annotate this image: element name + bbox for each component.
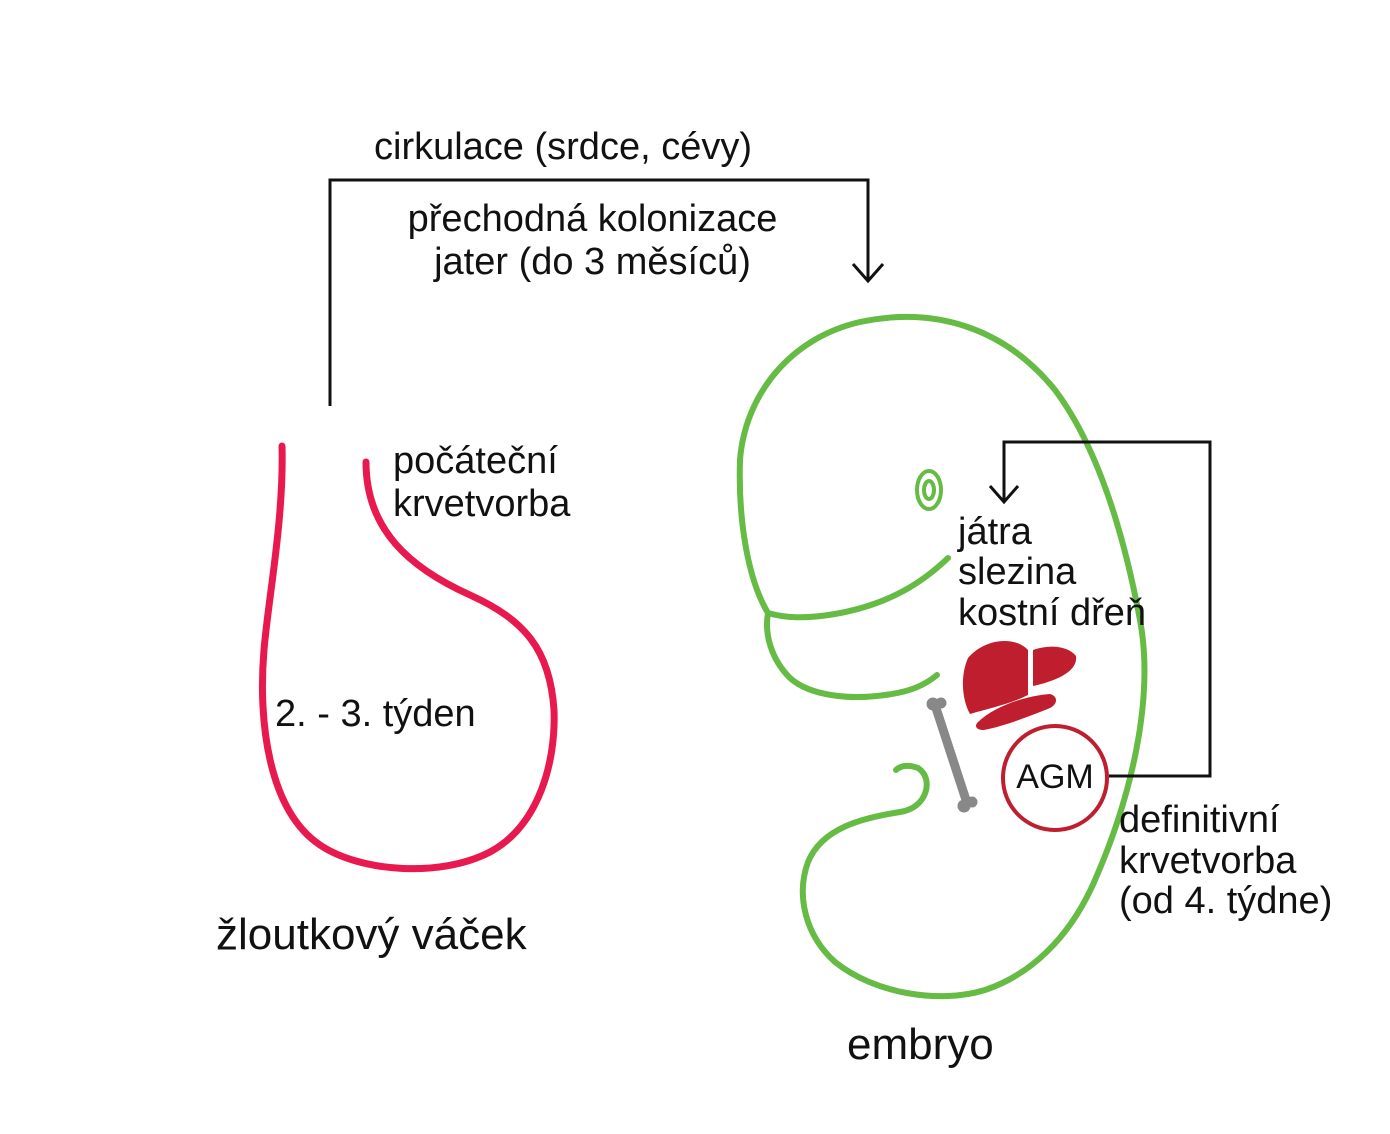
organs-line-2: slezina <box>958 551 1077 594</box>
definitive-line-1: definitivní <box>1119 799 1280 841</box>
liver-colonization-label: přechodná kolonizace jater (do 3 měsíců) <box>374 198 811 283</box>
liver-colonization-line-1: přechodná kolonizace <box>407 198 778 240</box>
eye-icon <box>915 469 943 511</box>
liver-icon <box>962 640 1077 714</box>
circulation-arrow <box>328 178 885 406</box>
organs-label: játra slezina kostní dřeň <box>958 512 1146 633</box>
return-arrow <box>988 440 1212 778</box>
agm-ring <box>1001 724 1109 832</box>
embryo-outline <box>736 314 1148 1000</box>
weeks-label: 2. - 3. týden <box>275 693 476 735</box>
yolk-sac-title: žloutkový váček <box>216 910 527 959</box>
spleen-icon <box>976 694 1056 730</box>
definitive-hematopoiesis-label: definitivní krvetvorba (od 4. týdne) <box>1119 800 1332 922</box>
bone-icon <box>926 697 978 813</box>
circulation-label: cirkulace (srdce, cévy) <box>374 126 752 168</box>
agm-label: AGM <box>1016 758 1094 796</box>
embryo-title: embryo <box>847 1020 994 1069</box>
initial-hematopoiesis-line-1: počáteční <box>393 440 558 482</box>
organs-line-3: kostní dřeň <box>958 591 1146 634</box>
organs-line-1: játra <box>958 511 1032 553</box>
initial-hematopoiesis-line-2: krvetvorba <box>393 482 571 525</box>
initial-hematopoiesis-label: počáteční krvetvorba <box>393 440 570 525</box>
definitive-line-3: (od 4. týdne) <box>1119 880 1333 923</box>
liver-colonization-line-2: jater (do 3 měsíců) <box>434 240 751 283</box>
yolk-sac-shape <box>259 442 558 873</box>
definitive-line-2: krvetvorba <box>1119 839 1297 882</box>
